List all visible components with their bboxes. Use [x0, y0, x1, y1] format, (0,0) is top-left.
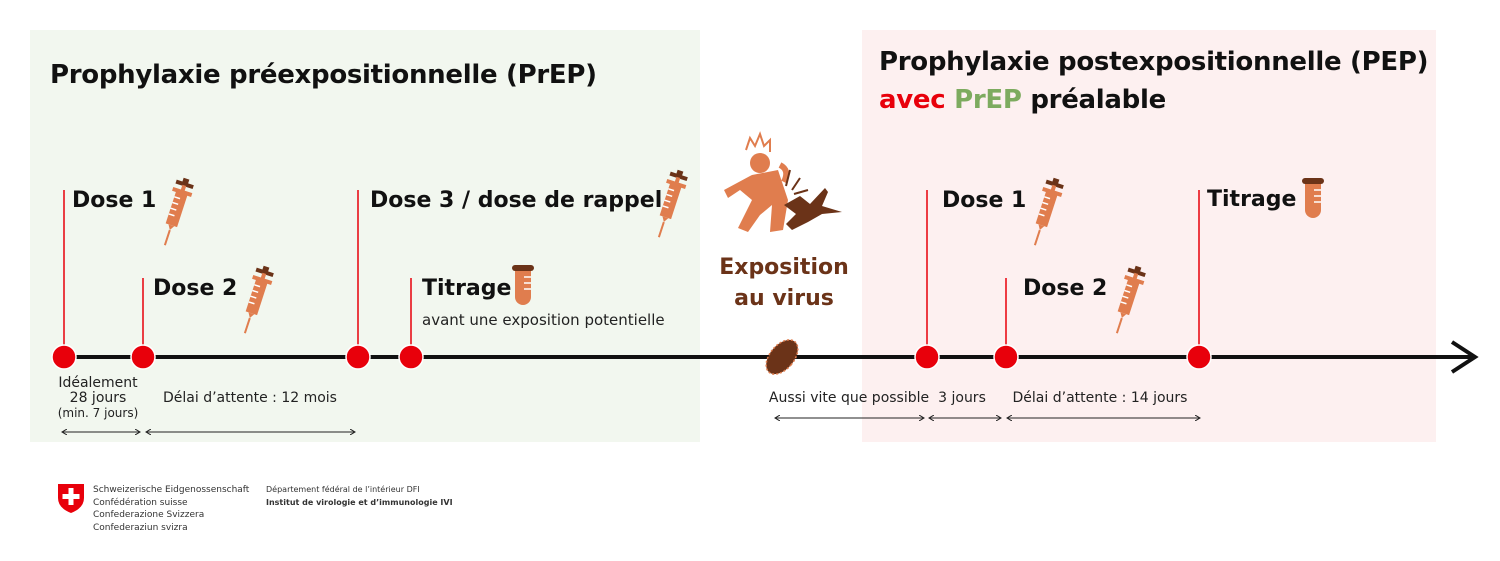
pep-subtitle-avec: avec: [879, 85, 946, 115]
timeline-dot: [993, 344, 1019, 370]
exposure-line2: au virus: [734, 286, 834, 311]
timeline-dot: [51, 344, 77, 370]
syringe-icon: [234, 262, 278, 338]
prep-interval-2: Délai d’attente : 12 mois: [163, 390, 337, 406]
pep-titrage-label: Titrage: [1207, 187, 1297, 212]
prep-panel: [30, 30, 700, 442]
footer-text: Confédération suisse: [93, 497, 188, 508]
syringe-icon: [154, 174, 198, 250]
footer-text: Confederaziun svizra: [93, 522, 188, 533]
timeline-dot: [398, 344, 424, 370]
prep-titrage-sub: avant une exposition potentielle: [422, 311, 665, 329]
confederation-names: Schweizerische Eidgenossenschaft Confédé…: [93, 484, 249, 534]
prep-interval-1: Idéalement 28 jours (min. 7 jours): [58, 376, 139, 421]
interval-text: (min. 7 jours): [57, 406, 139, 420]
prep-titrage-label: Titrage: [422, 276, 512, 301]
timeline-dot: [130, 344, 156, 370]
syringe-icon: [1106, 262, 1150, 338]
prep-dose1-label: Dose 1: [72, 188, 157, 213]
pep-subtitle-prealable: préalable: [1030, 85, 1166, 115]
swiss-coat-of-arms-icon: [58, 484, 84, 513]
interval-text: 28 jours: [69, 390, 127, 406]
test-tube-icon: [1301, 177, 1325, 219]
footer-institute: Institut de virologie et d’immunologie I…: [266, 497, 453, 507]
pep-title: Prophylaxie postexpositionnelle (PEP): [879, 47, 1429, 77]
timeline-dot: [914, 344, 940, 370]
pep-dose2-label: Dose 2: [1023, 276, 1108, 301]
footer-text: Schweizerische Eidgenossenschaft: [93, 485, 250, 495]
pep-interval-3: Délai d’attente : 14 jours: [1012, 390, 1188, 406]
virus-icon: [765, 339, 799, 375]
footer-text: Confederazione Svizzera: [93, 510, 205, 520]
prep-title: Prophylaxie préexpositionnelle (PrEP): [50, 60, 597, 90]
prep-dose3-label: Dose 3 / dose de rappel: [370, 188, 663, 213]
pep-subtitle-prep: PrEP: [954, 85, 1022, 115]
pep-dose1-label: Dose 1: [942, 188, 1027, 213]
pep-interval-1: Aussi vite que possible: [768, 390, 930, 406]
pep-subtitle: avec PrEP préalable: [879, 85, 1166, 115]
pep-interval-2: 3 jours: [938, 390, 986, 406]
exposure-label: Exposition au virus: [719, 252, 849, 314]
interval-text: Idéalement: [58, 375, 138, 391]
exposure-line1: Exposition: [719, 255, 849, 280]
footer-department: Département fédéral de l’intérieur DFI: [266, 485, 420, 494]
dog-bite-icon: [724, 131, 842, 232]
syringe-icon: [1024, 174, 1068, 250]
department-info: Département fédéral de l’intérieur DFI I…: [266, 484, 453, 509]
timeline-dot: [1186, 344, 1212, 370]
timeline-dot: [345, 344, 371, 370]
prep-dose2-label: Dose 2: [153, 276, 238, 301]
test-tube-icon: [511, 264, 535, 306]
pep-panel: [862, 30, 1436, 442]
timeline-arrowhead: [1450, 340, 1479, 374]
